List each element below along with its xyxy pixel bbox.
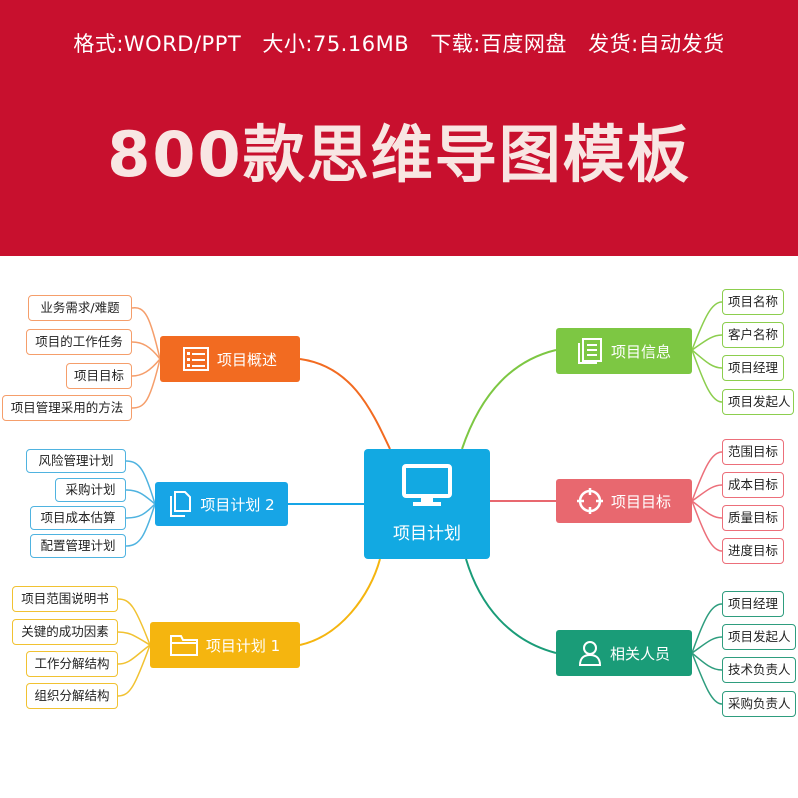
banner-title: 800款思维导图模板 [107, 118, 691, 191]
branch-info[interactable]: 项目信息 [556, 328, 692, 374]
goal-item-1[interactable]: 范围目标 [722, 439, 784, 465]
info-item-2[interactable]: 客户名称 [722, 322, 784, 348]
branch-overview[interactable]: 项目概述 [160, 336, 300, 382]
branch-info-label: 项目信息 [610, 342, 671, 361]
folder-icon [169, 635, 198, 656]
info-item-3[interactable]: 项目经理 [722, 355, 784, 381]
center-node[interactable]: 项目计划 [364, 449, 490, 559]
overview-item-1[interactable]: 业务需求/难题 [28, 295, 132, 321]
mind-map: 项目计划 项目概述 业务需求/难题 项目的工作任务 项目目标 项目管理采用的方法… [0, 256, 798, 798]
plan1-item-1[interactable]: 项目范围说明书 [12, 586, 118, 612]
people-item-4[interactable]: 采购负责人 [722, 691, 796, 717]
branch-plan2[interactable]: 项目计划 2 [155, 482, 288, 526]
branch-people-label: 相关人员 [609, 644, 670, 663]
documents-icon [170, 491, 192, 517]
delivery-info: 发货:自动发货 [588, 32, 725, 56]
branch-goal-label: 项目目标 [610, 492, 671, 511]
overview-item-3[interactable]: 项目目标 [66, 363, 132, 389]
plan2-item-3[interactable]: 项目成本估算 [30, 506, 126, 530]
plan1-item-2[interactable]: 关键的成功因素 [12, 619, 118, 645]
goal-item-3[interactable]: 质量目标 [722, 505, 784, 531]
plan2-item-4[interactable]: 配置管理计划 [30, 534, 126, 558]
plan2-item-2[interactable]: 采购计划 [55, 478, 126, 502]
branch-plan1-label: 项目计划 1 [205, 636, 281, 655]
info-line: 格式:WORD/PPT 大小:75.16MB 下载:百度网盘 发货:自动发货 [0, 28, 798, 58]
list-icon [182, 347, 209, 371]
banner: 格式:WORD/PPT 大小:75.16MB 下载:百度网盘 发货:自动发货 8… [0, 0, 798, 256]
branch-goal[interactable]: 项目目标 [556, 479, 692, 523]
plan1-item-4[interactable]: 组织分解结构 [26, 683, 118, 709]
target-icon [576, 488, 603, 514]
branch-plan2-label: 项目计划 2 [200, 495, 275, 514]
format-info: 格式:WORD/PPT [73, 32, 242, 56]
document-icon [577, 338, 602, 364]
center-label: 项目计划 [393, 524, 461, 544]
person-icon [578, 641, 601, 666]
branch-overview-label: 项目概述 [216, 350, 277, 369]
info-item-4[interactable]: 项目发起人 [722, 389, 794, 415]
people-item-2[interactable]: 项目发起人 [722, 624, 796, 650]
monitor-icon [402, 464, 452, 506]
overview-item-4[interactable]: 项目管理采用的方法 [2, 395, 132, 421]
goal-item-4[interactable]: 进度目标 [722, 538, 784, 564]
size-info: 大小:75.16MB [262, 32, 410, 56]
goal-item-2[interactable]: 成本目标 [722, 472, 784, 498]
plan2-item-1[interactable]: 风险管理计划 [26, 449, 126, 473]
download-info: 下载:百度网盘 [430, 32, 567, 56]
connector-lines [117, 301, 723, 705]
plan1-item-3[interactable]: 工作分解结构 [26, 651, 118, 677]
overview-item-2[interactable]: 项目的工作任务 [26, 329, 132, 355]
people-item-1[interactable]: 项目经理 [722, 591, 784, 617]
info-item-1[interactable]: 项目名称 [722, 289, 784, 315]
branch-people[interactable]: 相关人员 [556, 630, 692, 676]
people-item-3[interactable]: 技术负责人 [722, 657, 796, 683]
branch-plan1[interactable]: 项目计划 1 [150, 622, 300, 668]
